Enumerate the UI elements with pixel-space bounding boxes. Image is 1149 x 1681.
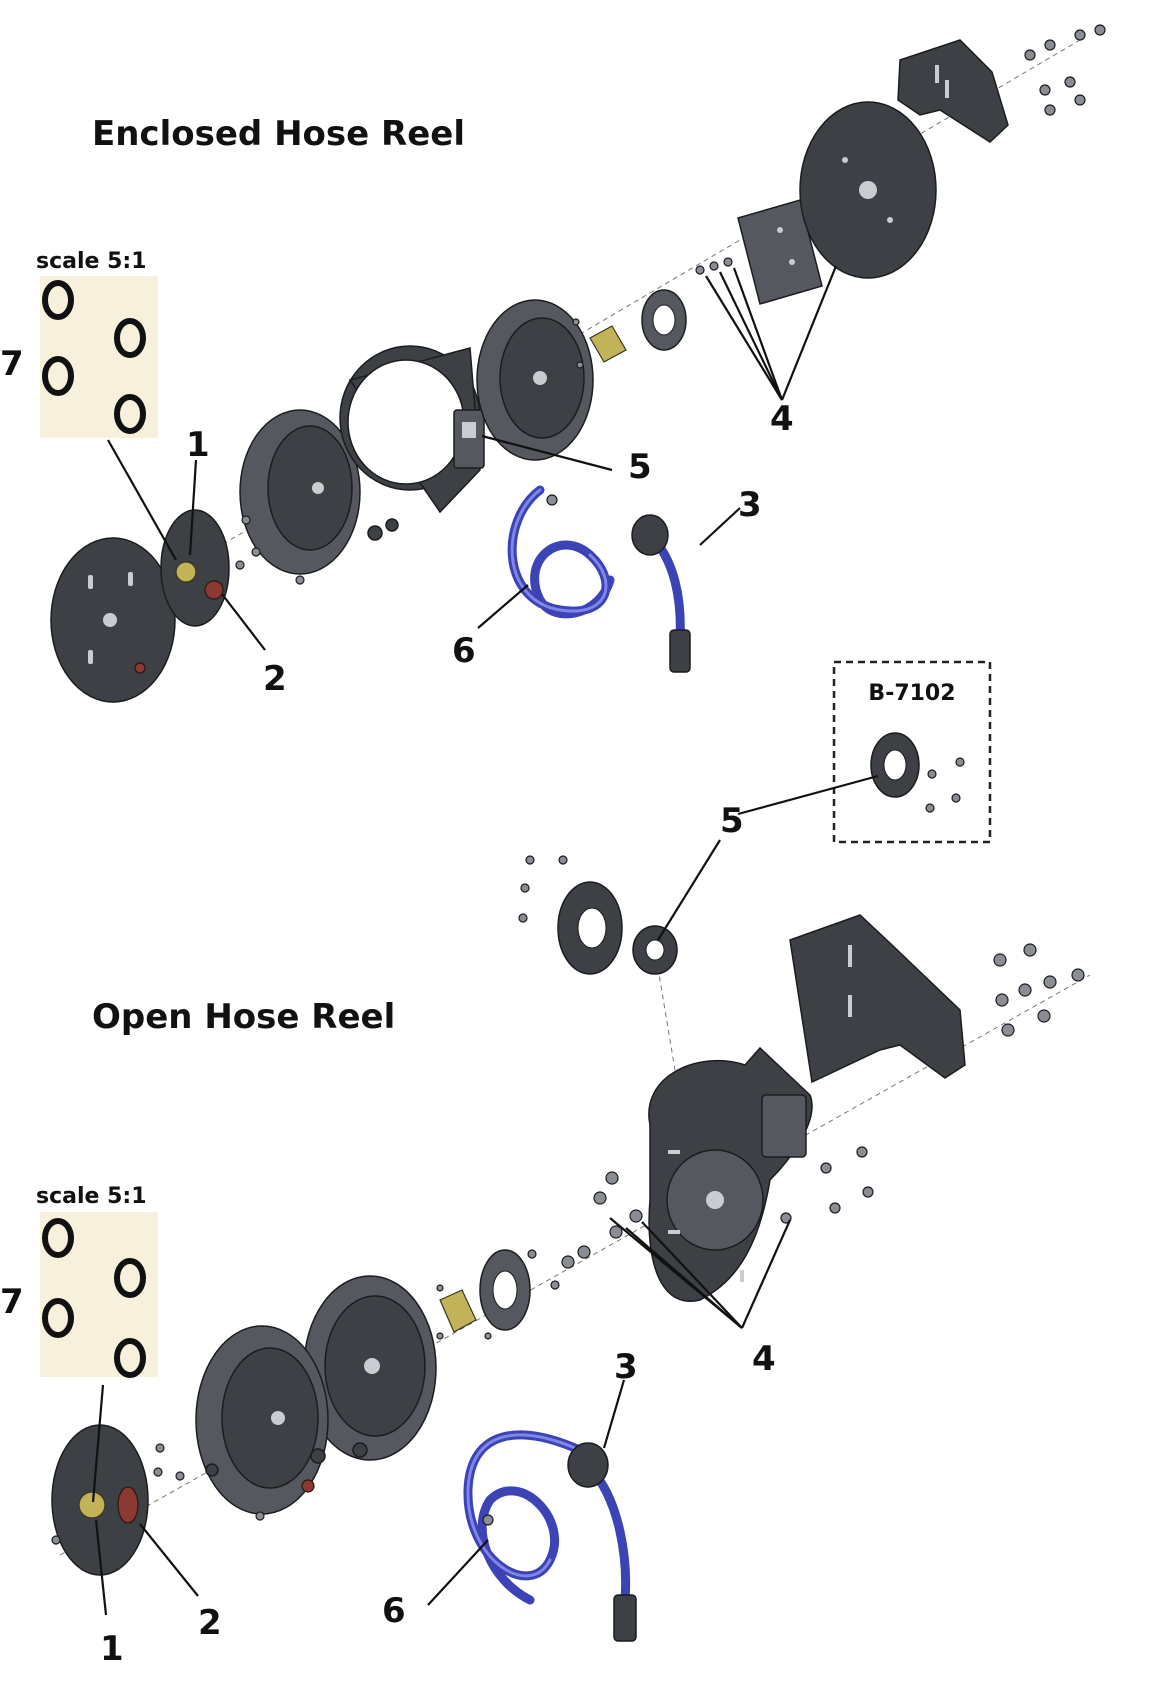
- enclosed-drive-components: [572, 257, 733, 369]
- oring-part: [42, 1218, 74, 1258]
- open-frame-plate: [648, 1046, 813, 1303]
- open-drive-components: [436, 1249, 560, 1340]
- open-mounting-bracket: [789, 914, 966, 1084]
- oring-part: [114, 1258, 146, 1298]
- open-callout-7: 7: [0, 1282, 24, 1322]
- enclosed-hose-reel-section: Enclosed Hose Reel scale 5:1: [0, 24, 1106, 703]
- oring-part: [42, 1298, 74, 1338]
- enclosed-bearing-plate: [737, 199, 823, 305]
- enclosed-swivel-hub: [160, 509, 230, 627]
- open-callout-1: 1: [100, 1629, 124, 1669]
- open-callout-6: 6: [382, 1591, 406, 1631]
- open-hose-assembly: [463, 1430, 637, 1642]
- enclosed-rear-disk: [799, 101, 937, 279]
- oring-part: [42, 356, 74, 396]
- oring-part: [114, 394, 146, 434]
- open-rear-flange: [303, 1275, 437, 1461]
- open-brake-ring: [518, 855, 678, 975]
- enclosed-bracket-hardware: [1024, 24, 1106, 116]
- open-leader-lines: [91, 774, 879, 1616]
- enclosed-front-cover-disk: [50, 537, 176, 703]
- open-frame-hardware: [561, 1146, 874, 1269]
- enclosed-oring-swatch: scale 5:1: [36, 249, 158, 438]
- open-swivel-hub: [51, 1424, 149, 1576]
- enclosed-callout-3: 3: [738, 485, 762, 525]
- open-callout-5: 5: [720, 801, 744, 841]
- enclosed-rear-flange: [476, 299, 594, 461]
- enclosed-callout-7: 7: [0, 344, 24, 384]
- open-callout-4: 4: [752, 1339, 776, 1379]
- enclosed-callout-5: 5: [628, 447, 652, 487]
- open-scale-label: scale 5:1: [36, 1184, 147, 1209]
- open-section-title: Open Hose Reel: [92, 997, 395, 1037]
- enclosed-hose-assembly: [507, 485, 691, 673]
- open-hose-reel-section: Open Hose Reel B-7102 scale 5:1: [0, 660, 1091, 1669]
- oring-part: [114, 318, 146, 358]
- open-spool-drum: [153, 1325, 368, 1521]
- open-oring-swatch: scale 5:1: [36, 1184, 158, 1378]
- enclosed-callout-2: 2: [263, 659, 287, 699]
- kit-label: B-7102: [868, 681, 955, 706]
- enclosed-callout-6: 6: [452, 631, 476, 671]
- enclosed-housing-band: [339, 345, 485, 514]
- enclosed-hardware-group: [235, 515, 399, 585]
- open-callout-3: 3: [614, 1347, 638, 1387]
- enclosed-callout-4: 4: [770, 399, 794, 439]
- open-callout-2: 2: [198, 1603, 222, 1643]
- enclosed-scale-label: scale 5:1: [36, 249, 147, 274]
- oring-part: [42, 280, 74, 320]
- enclosed-mounting-bracket: [897, 39, 1009, 143]
- enclosed-spool-drum: [239, 409, 361, 575]
- enclosed-callout-1: 1: [186, 425, 210, 465]
- open-bracket-hardware: [993, 943, 1085, 1037]
- kit-b7102-box: B-7102: [832, 660, 992, 844]
- enclosed-leader-lines: [107, 265, 838, 651]
- enclosed-section-title: Enclosed Hose Reel: [92, 114, 465, 154]
- open-assembly-axis: [59, 974, 1091, 1556]
- oring-part: [114, 1338, 146, 1378]
